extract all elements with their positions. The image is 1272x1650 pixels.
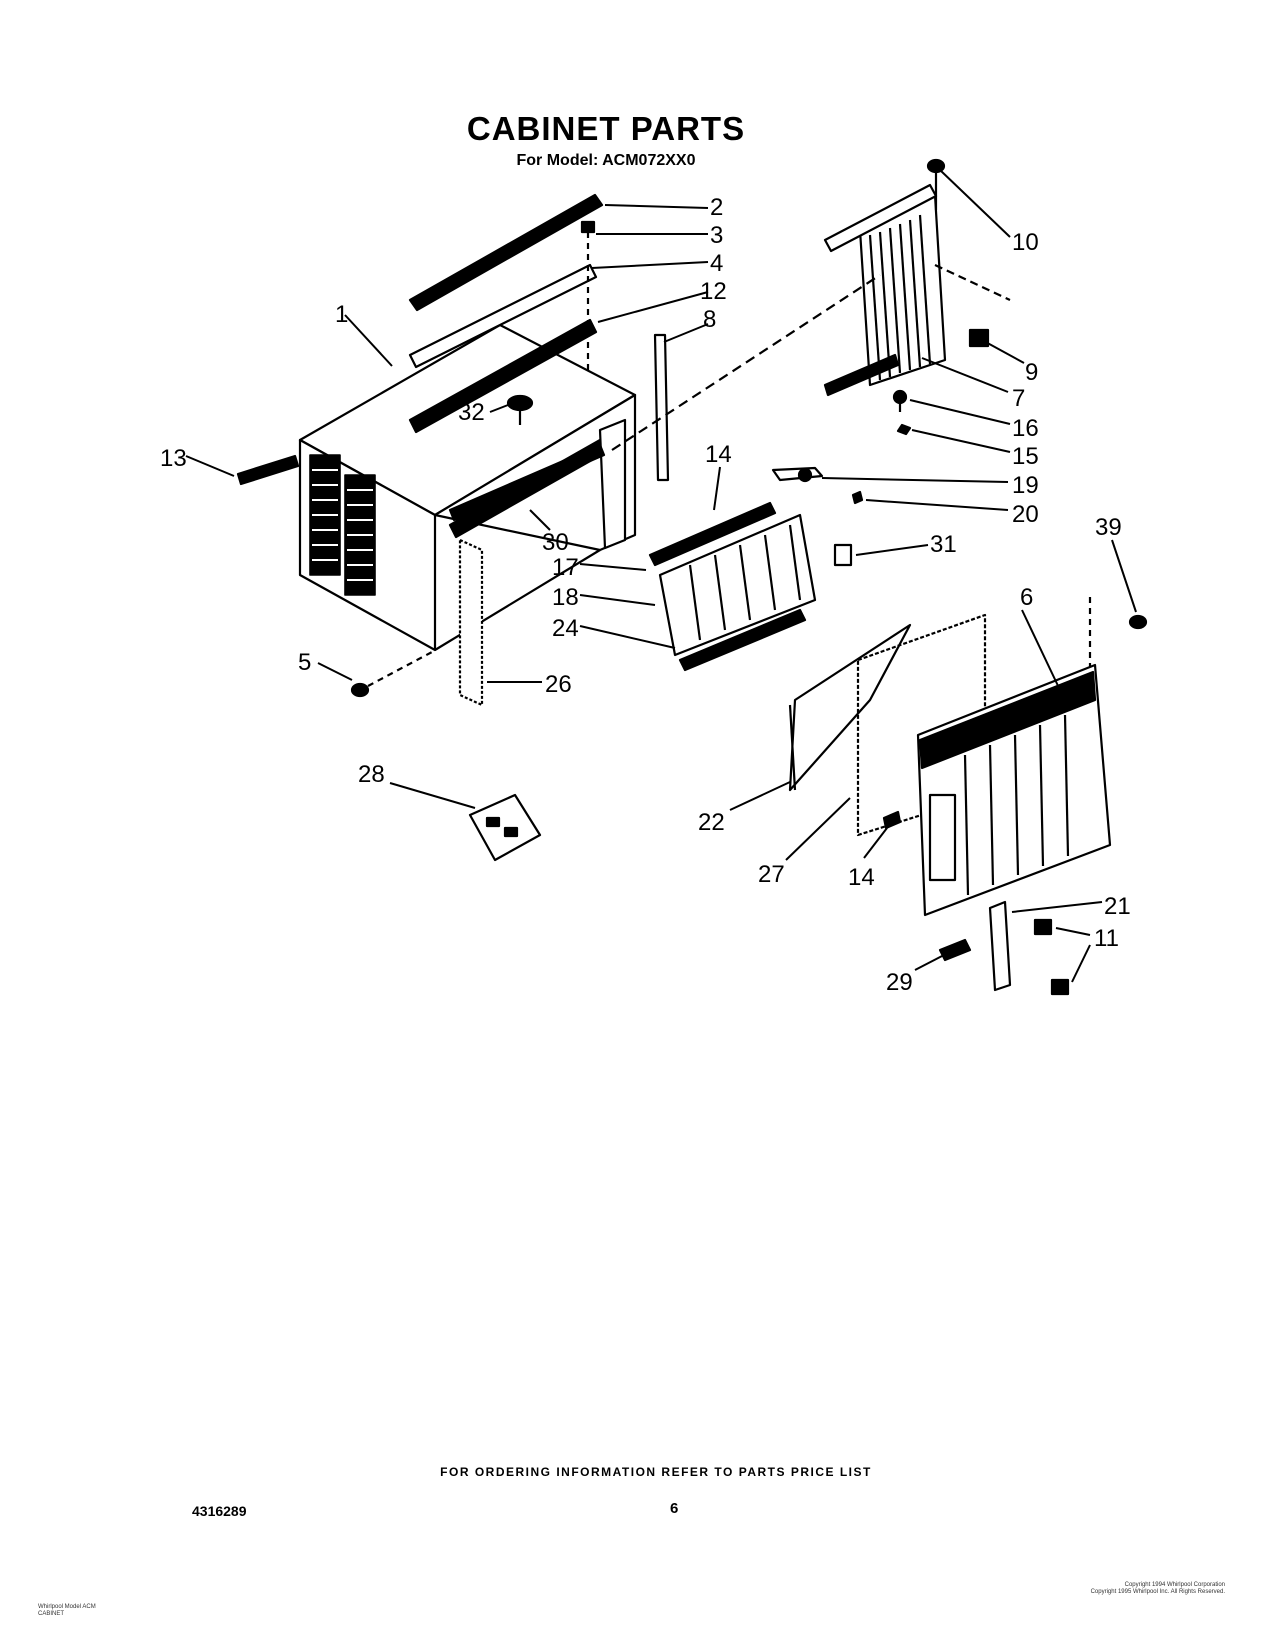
callout-1: 1	[335, 301, 348, 328]
footer-left-note: Whirlpool Model ACM CABINET	[38, 1604, 96, 1618]
callout-28: 28	[358, 761, 385, 788]
callout-26: 26	[545, 671, 572, 698]
callout-16: 16	[1012, 415, 1039, 442]
callout-2: 2	[710, 194, 723, 221]
callout-24: 24	[552, 615, 579, 642]
copyright-line-2: Copyright 1995 Whirlpool Inc. All Rights…	[1090, 1589, 1225, 1595]
callout-22: 22	[698, 809, 725, 836]
callout-14-upper: 14	[705, 441, 732, 468]
callout-17: 17	[552, 554, 579, 581]
callout-5: 5	[298, 649, 311, 676]
callout-10: 10	[1012, 229, 1039, 256]
callout-20: 20	[1012, 501, 1039, 528]
rail-part-2	[408, 193, 604, 312]
page-title: CABINET PARTS	[466, 110, 746, 147]
page-number: 6	[670, 1500, 679, 1517]
callout-6: 6	[1020, 584, 1033, 611]
callout-29: 29	[886, 969, 913, 996]
rail-part-12	[408, 318, 598, 434]
callout-18: 18	[552, 584, 579, 611]
left-note-line-1: Whirlpool Model ACM	[38, 1604, 96, 1610]
front-grille-drawing	[916, 663, 1112, 917]
callout-15: 15	[1012, 443, 1039, 470]
coil-panel-drawing	[823, 158, 947, 397]
callout-4: 4	[710, 250, 723, 277]
callout-21: 21	[1104, 893, 1131, 920]
model-subtitle: For Model: ACM072XX0	[516, 152, 696, 169]
callout-27: 27	[758, 861, 785, 888]
callout-9: 9	[1025, 359, 1038, 386]
callout-32: 32	[458, 399, 485, 426]
callout-39: 39	[1095, 514, 1122, 541]
callout-7: 7	[1012, 385, 1025, 412]
callout-13: 13	[160, 445, 187, 472]
callout-12: 12	[700, 278, 727, 305]
rail-part-4	[408, 263, 598, 369]
callout-31: 31	[930, 531, 957, 558]
callout-14-lower: 14	[848, 864, 875, 891]
left-note-line-2: CABINET	[38, 1611, 65, 1617]
copyright-line-1: Copyright 1994 Whirlpool Corporation	[1124, 1582, 1225, 1588]
ordering-note: FOR ORDERING INFORMATION REFER TO PARTS …	[440, 1465, 872, 1479]
callout-30: 30	[542, 529, 569, 556]
callout-8: 8	[703, 306, 716, 333]
document-number: 4316289	[192, 1503, 247, 1519]
callout-19: 19	[1012, 472, 1039, 499]
copyright-notice: Copyright 1994 Whirlpool Corporation Cop…	[1020, 1582, 1225, 1596]
callout-3: 3	[710, 222, 723, 249]
callout-11: 11	[1094, 925, 1119, 952]
